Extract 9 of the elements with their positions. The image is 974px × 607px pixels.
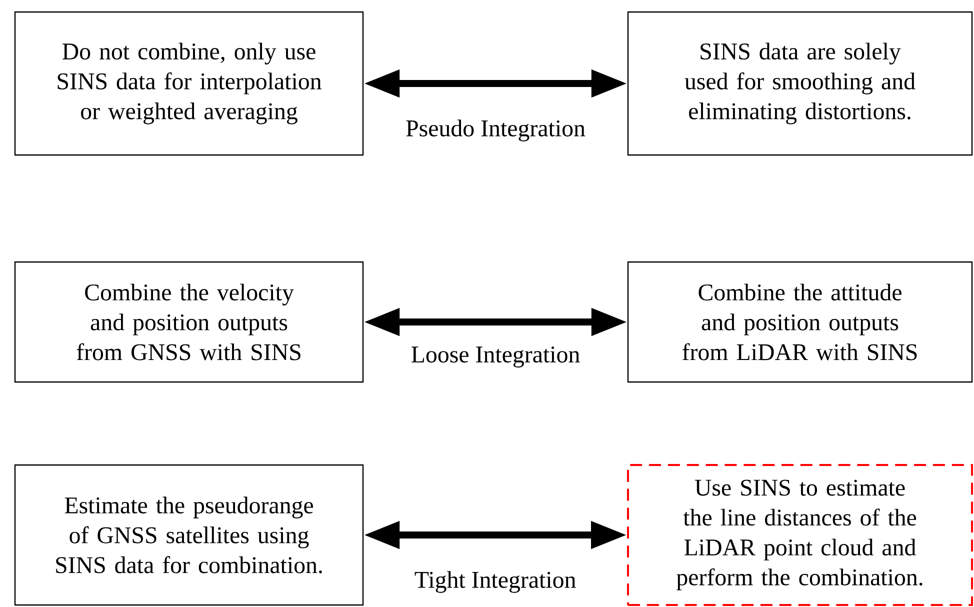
text-box: SINS data are solely used for smoothing and eliminating distortions. <box>627 11 973 156</box>
text-box: Use SINS to estimate the line distances of the LiDAR point cloud and perform the combination. <box>627 464 973 606</box>
text-box: Do not combine, only use SINS data for interpolation or weighted averaging <box>14 11 364 156</box>
edge-label: Pseudo Integration <box>406 120 586 142</box>
text-box: Combine the velocity and position outputs from GNSS with SINS <box>14 261 364 383</box>
edge-label: Loose Integration <box>412 346 580 368</box>
text-box: Estimate the pseudorange of GNSS satellites using SINS data for combination. <box>14 464 364 606</box>
text-box: Combine the attitude and position outputs from LiDAR with SINS <box>627 261 973 383</box>
edge-label: Tight Integration <box>414 571 576 593</box>
